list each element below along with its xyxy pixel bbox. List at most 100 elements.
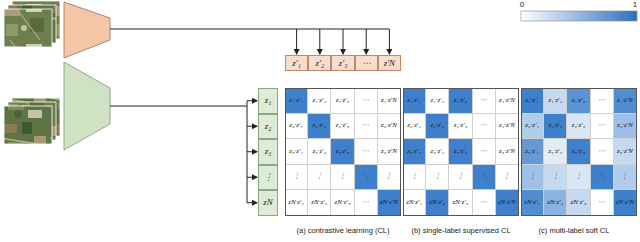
node-label: z₂ [265,122,272,131]
cell-text: z₂·z′₂ [430,122,444,129]
cell-text: ⋱ [480,173,487,180]
cell-text: zN·z′N [616,199,634,206]
cell-text: z₁·z′₃ [336,97,350,104]
matrix-cell: z₂·z′₃ [449,114,472,140]
matrix-cell: z₂·z′N [496,114,519,140]
matrix-cell: z₃·z′₁ [285,139,308,165]
cell-text: z₁·z′₂ [430,97,444,104]
cell-text: zN·z′N [498,199,516,206]
cell-text: ⋮ [293,173,300,180]
matrix-cell: ⋯ [591,114,614,140]
matrix-cell: z₃·z′₂ [426,139,449,165]
cell-text: z₁·z′₁ [407,97,421,104]
node-label: ⋮ [264,173,273,182]
matrix-cell: z₃·z′₁ [403,139,426,165]
node-label: z′N [384,59,395,68]
colorbar-tick: 1 [630,1,640,9]
encoder [64,62,110,150]
matrix-cell: ⋯ [591,88,614,114]
cell-text: ⋯ [598,122,605,129]
matrix-cell: z₁·z′N [614,88,637,114]
image-stack [4,1,60,47]
subfigure-caption: (b) single-label supervised CL [391,227,531,235]
matrix-cell: ⋮ [285,165,308,191]
embedding-box: ⋮ [258,165,278,191]
cell-text: z₂·z′₁ [289,122,303,129]
cell-text: zN·z′₃ [335,199,351,206]
cell-text: ⋮ [575,173,582,180]
cell-text: z₃·z′₁ [525,148,539,155]
cell-text: z₁·z′₃ [572,97,586,104]
matrix-cell: zN·z′₁ [521,190,544,216]
matrix-cell: z₁·z′₃ [567,88,590,114]
node-label: z′₃ [339,59,348,68]
cell-text: z₂·z′₃ [572,122,586,129]
matrix-cell: z₁·z′₂ [308,88,331,114]
matrix-cell: ⋯ [591,139,614,165]
cell-text: ⋯ [598,199,605,206]
cell-text: ⋮ [457,173,464,180]
matrix-cell: z₂·z′₃ [331,114,354,140]
cell-text: z₃·z′₁ [407,148,421,155]
matrix-cell: z₂·z′₂ [544,114,567,140]
matrix-cell: z₁·z′N [496,88,519,114]
cell-text: zN·z′₂ [429,199,445,206]
cell-text: z₃·z′₂ [312,148,326,155]
node-label: ⋯ [362,59,371,68]
node-label: zN [263,198,273,207]
cell-text: z₃·z′₃ [454,148,468,155]
cell-text: z₂·z′N [381,122,397,129]
colorbar [521,11,637,21]
node-label: z′₂ [315,59,324,68]
cell-text: ⋮ [316,173,323,180]
matrix-cell: z₃·z′₃ [331,139,354,165]
matrix-cell: z₂·z′₁ [521,114,544,140]
cell-text: ⋮ [385,173,392,180]
matrix-cell: z₁·z′₁ [521,88,544,114]
matrix-cell: ⋯ [473,88,496,114]
cell-text: ⋮ [503,173,510,180]
cell-text: z₂·z′₂ [548,122,562,129]
matrix-cell: ⋮ [426,165,449,191]
matrix-cell: ⋮ [614,165,637,191]
cell-text: z₂·z′₁ [525,122,539,129]
cell-text: z₃·z′₂ [430,148,444,155]
cell-text: z₂·z′₁ [407,122,421,129]
cell-text: ⋯ [480,199,487,206]
embedding-box: zN [258,190,278,216]
feature-box: ⋯ [355,55,378,71]
cell-text: ⋮ [552,173,559,180]
cell-text: z₁·z′N [617,97,633,104]
cell-text: z₁·z′N [381,97,397,104]
cell-text: z₁·z′₃ [454,97,468,104]
cell-text: z₃·z′N [499,148,515,155]
matrix-cell: z₁·z′₃ [331,88,354,114]
matrix-cell: z₃·z′N [614,139,637,165]
matrix-cell: ⋯ [473,139,496,165]
matrix-cell: zN·z′₂ [544,190,567,216]
matrix-cell: zN·z′₃ [449,190,472,216]
matrix-cell: ⋱ [473,165,496,191]
cell-text: z₃·z′₃ [336,148,350,155]
cell-text: ⋯ [362,97,369,104]
matrix-cell: ⋮ [544,165,567,191]
cell-text: ⋯ [598,148,605,155]
matrix-cell: zN·z′N [496,190,519,216]
cell-text: ⋯ [362,148,369,155]
embedding-box: z₁ [258,88,278,114]
matrix-cell: ⋮ [403,165,426,191]
matrix-cell: z₁·z′₁ [403,88,426,114]
cell-text: ⋯ [362,199,369,206]
matrix-cell: ⋯ [355,190,378,216]
matrix-cell: zN·z′₃ [331,190,354,216]
colorbar-tick: 0 [517,1,527,9]
matrix-cell: ⋱ [355,165,378,191]
subfigure-caption: (a) contrastive learning (CL) [273,227,413,235]
matrix-cell: ⋮ [449,165,472,191]
cell-text: z₃·z′₂ [548,148,562,155]
matrix-cell: z₂·z′N [378,114,401,140]
cell-text: z₃·z′N [617,148,633,155]
cell-text: ⋯ [480,148,487,155]
embedding-box: z₂ [258,114,278,140]
